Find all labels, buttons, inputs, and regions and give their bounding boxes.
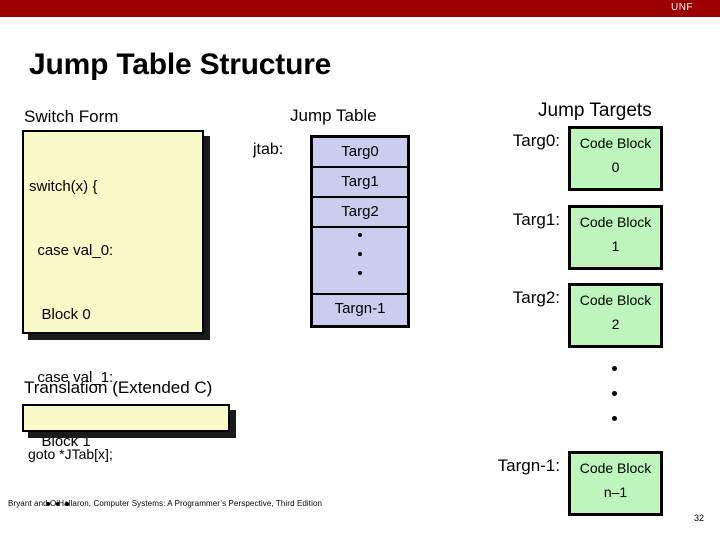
- ellipsis-dot: [358, 271, 362, 275]
- code-block-0: Code Block 0: [568, 126, 663, 191]
- top-banner: UNF: [0, 0, 720, 17]
- code-block-line1: Code Block: [579, 135, 652, 151]
- translation-code: goto *JTab[x];: [28, 409, 113, 499]
- page-title: Jump Table Structure: [29, 48, 332, 81]
- code-line: case val_1:: [29, 369, 114, 387]
- banner-label: UNF: [670, 2, 694, 13]
- code-block-line1: Code Block: [579, 292, 652, 308]
- code-block-1: Code Block 1: [568, 205, 663, 270]
- jump-table: Targ0 Targ1 Targ2 Targn-1: [310, 135, 410, 328]
- footer-credit: Bryant and O’Hallaron, Computer Systems:…: [8, 499, 323, 508]
- switch-form-heading: Switch Form: [24, 107, 119, 126]
- code-line: case val_0:: [29, 242, 114, 260]
- code-block-line1: Code Block: [579, 214, 652, 230]
- ellipsis-dot: [611, 366, 617, 371]
- target-label-2: Targ2:: [512, 288, 560, 307]
- jump-table-entry: Targn-1: [313, 295, 407, 325]
- target-label-1: Targ1:: [512, 210, 560, 229]
- code-block-line2: 1: [611, 238, 620, 254]
- jump-table-heading: Jump Table: [290, 106, 377, 125]
- translation-card: goto *JTab[x];: [22, 404, 230, 462]
- footer-page-number: 32: [694, 513, 705, 523]
- switch-form-code: switch(x) { case val_0: Block 0 case val…: [29, 134, 127, 540]
- code-line: goto *JTab[x];: [28, 446, 113, 462]
- code-block-line2: 2: [611, 316, 620, 332]
- jtab-pointer-label: jtab:: [253, 141, 284, 158]
- jump-table-entry: Targ0: [313, 138, 407, 168]
- ellipsis-dot: [358, 252, 362, 256]
- ellipsis-dot: [611, 391, 617, 396]
- code-line: Block 0: [29, 305, 91, 323]
- code-line: switch(x) {: [29, 178, 98, 196]
- code-line: • • •: [29, 496, 70, 514]
- code-block-line1: Code Block: [579, 460, 652, 476]
- jump-table-entry: Targ1: [313, 168, 407, 198]
- ellipsis-dot: [358, 233, 362, 237]
- code-block-line2: 0: [611, 159, 620, 175]
- code-block-line2: n–1: [603, 484, 628, 500]
- code-block-2: Code Block 2: [568, 283, 663, 348]
- code-block-n: Code Block n–1: [568, 451, 663, 516]
- target-label-n: Targn-1:: [497, 456, 560, 475]
- switch-form-card: switch(x) { case val_0: Block 0 case val…: [22, 130, 204, 513]
- target-label-0: Targ0:: [512, 131, 560, 150]
- jump-targets-heading: Jump Targets: [538, 100, 652, 121]
- translation-heading: Translation (Extended C): [24, 378, 213, 397]
- jump-table-ellipsis: [313, 228, 407, 295]
- jump-targets-ellipsis: [604, 366, 624, 441]
- ellipsis-dot: [611, 416, 617, 421]
- jump-table-entry: Targ2: [313, 198, 407, 228]
